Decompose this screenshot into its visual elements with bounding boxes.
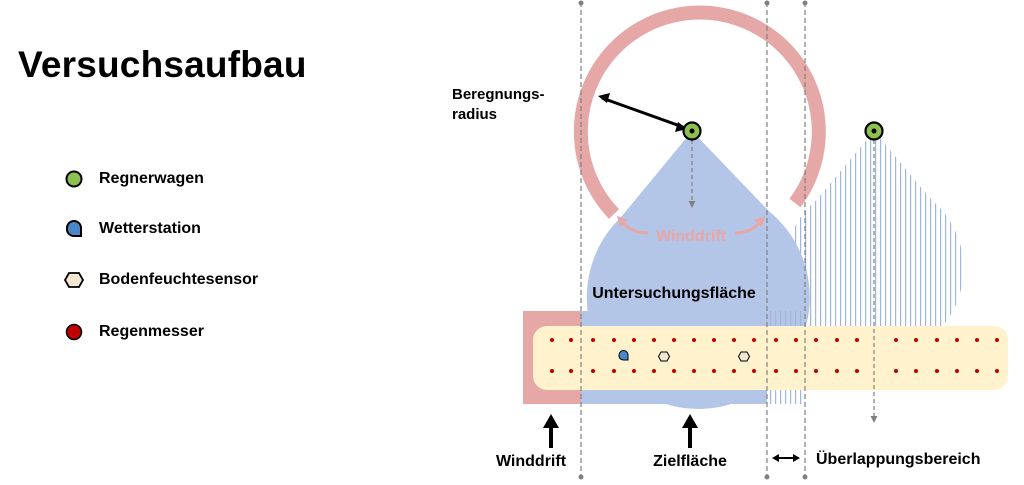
sprinkler-marker [682, 121, 702, 141]
up-arrow [543, 414, 559, 448]
soil-sensor-marker [657, 351, 671, 362]
legend-label: Bodenfeuchtesensor [99, 271, 259, 288]
radius-arrow [601, 96, 684, 129]
soil-sensor-marker [737, 351, 751, 362]
winddrift-arc-label: Winddrift [656, 228, 727, 245]
overlap-area-label: Überlappungsbereich [816, 449, 980, 468]
sprinkler-marker [864, 121, 884, 141]
legend-item-bodenfeuchtesensor: Bodenfeuchtesensor [64, 269, 258, 291]
winddrift-label: Winddrift [496, 453, 567, 470]
overlap-width-arrow [772, 454, 800, 462]
measurement-strip [533, 326, 1008, 390]
green-circle-icon [65, 170, 83, 188]
boundary-line-ends [578, 0, 808, 480]
legend-label: Wetterstation [99, 220, 201, 237]
boundary-lines [580, 2, 806, 476]
red-dot-icon [65, 323, 83, 341]
up-arrow [682, 414, 698, 448]
hexagon-icon [64, 272, 84, 288]
weather-station-marker [618, 350, 629, 361]
study-area-label: Untersuchungsfläche [592, 285, 756, 302]
radius-label: Beregnungs- [452, 86, 545, 103]
page-title: Versuchsaufbau [18, 44, 307, 85]
legend-item-wetterstation: Wetterstation [64, 218, 201, 240]
radius-label: radius [452, 106, 497, 123]
overlap-spray-circle [784, 131, 964, 358]
legend-label: Regenmesser [99, 323, 204, 340]
legend-item-regnerwagen: Regnerwagen [64, 168, 204, 190]
blue-drop-icon [65, 220, 82, 238]
rain-gauges [550, 338, 999, 373]
legend-label: Regnerwagen [99, 170, 204, 187]
legend-item-regenmesser: Regenmesser [64, 321, 204, 343]
target-area-label: Zielfläche [653, 453, 727, 470]
